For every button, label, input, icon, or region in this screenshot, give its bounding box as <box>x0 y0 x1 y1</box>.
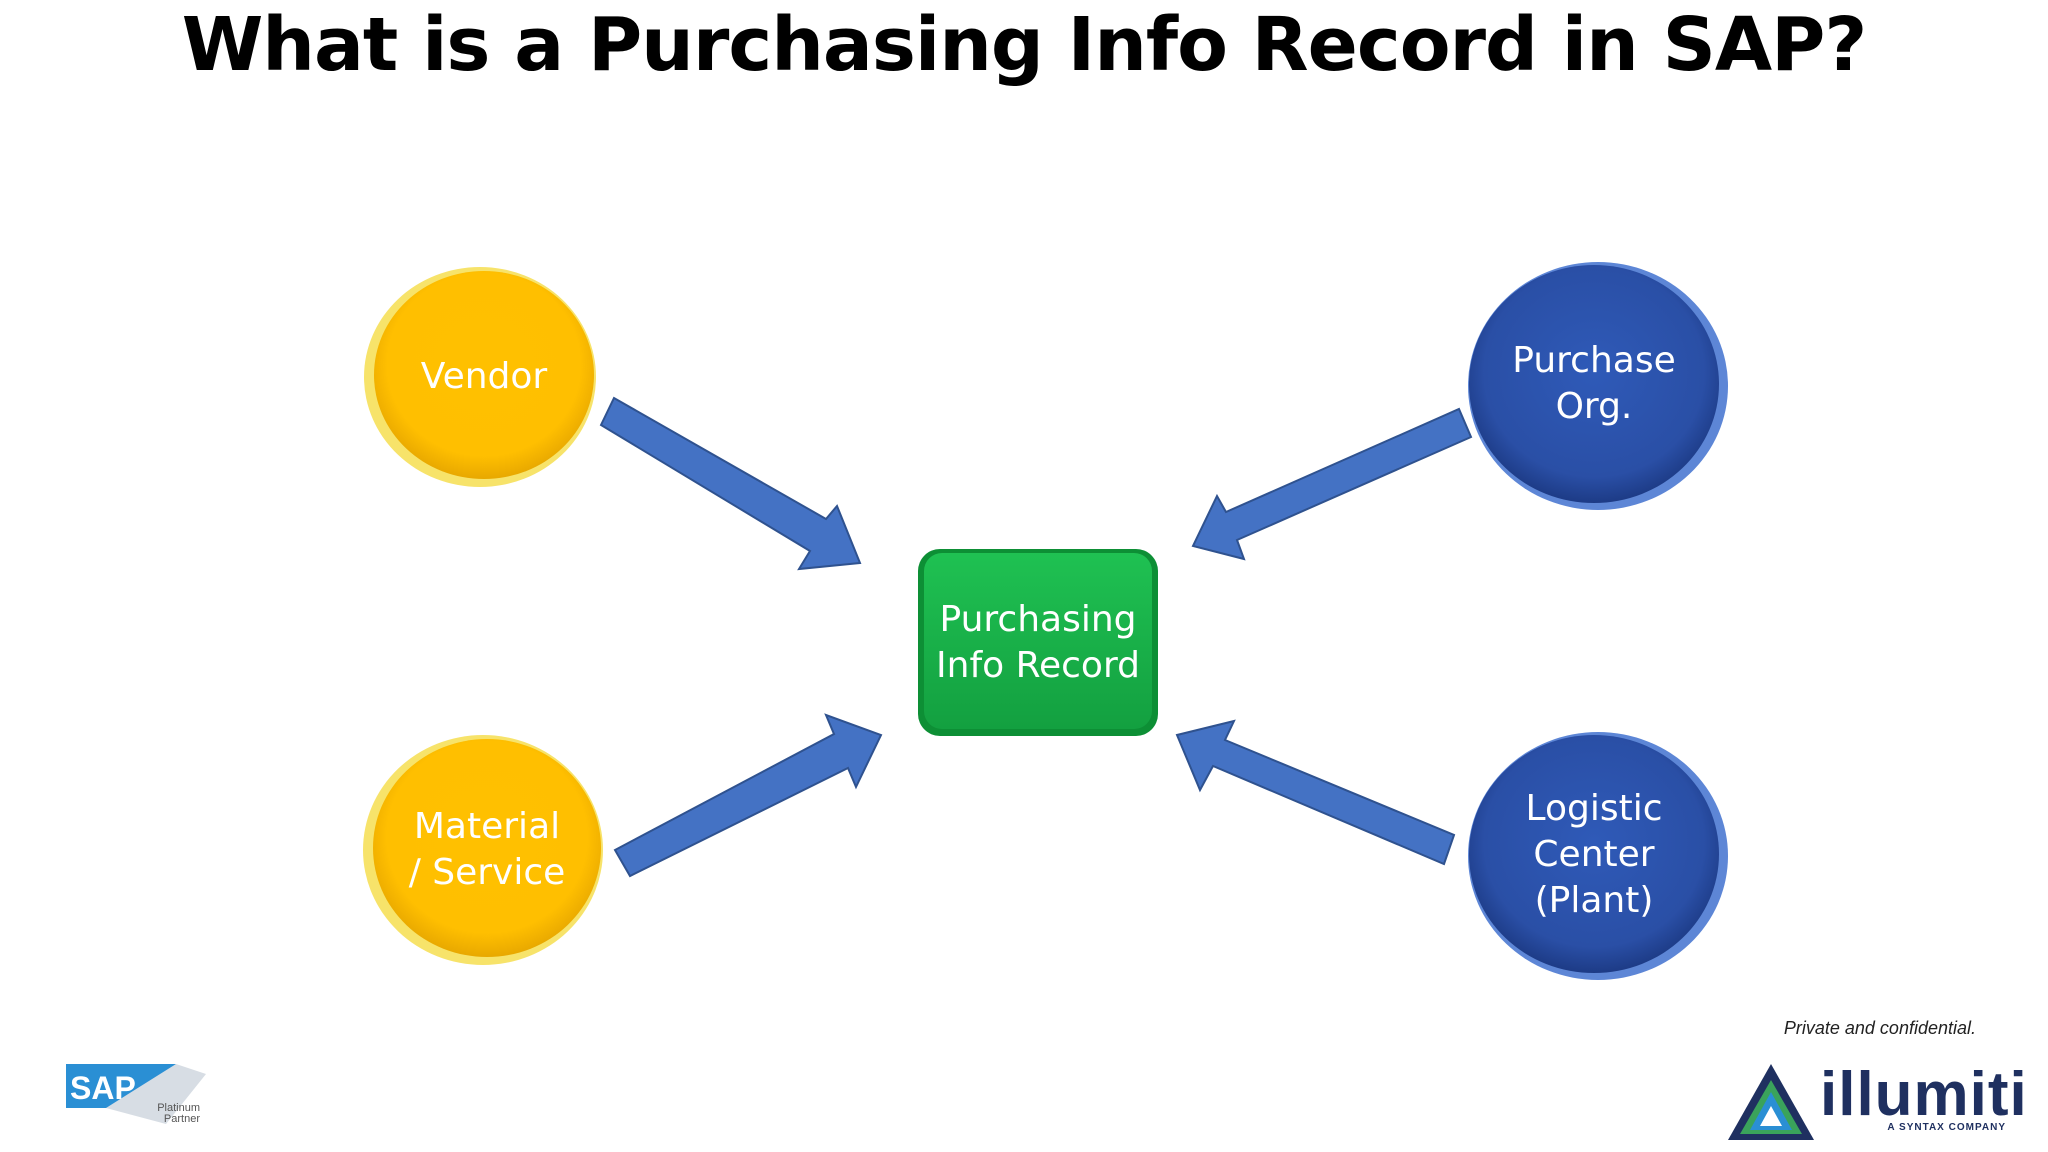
vendor-node <box>364 267 596 487</box>
arrow-purchase-org-to-center <box>1191 407 1473 561</box>
purchase-org-label: Purchase Org. <box>1512 340 1676 427</box>
page-title: What is a Purchasing Info Record in SAP? <box>181 2 1868 88</box>
arrow-plant-to-center <box>1175 719 1456 866</box>
illumiti-mark-icon <box>1728 1064 1814 1140</box>
vendor-label: Vendor <box>420 356 548 397</box>
illumiti-tagline: A SYNTAX COMPANY <box>1887 1122 2006 1133</box>
material-node <box>363 735 603 965</box>
purchase-org-node <box>1468 262 1728 510</box>
illumiti-wordmark: illumiti <box>1820 1060 2028 1129</box>
confidential-note: Private and confidential. <box>1783 1018 1976 1038</box>
arrow-material-to-center <box>613 713 883 878</box>
material-label: Material / Service <box>408 806 566 893</box>
purchasing-info-record-label: Purchasing Info Record <box>936 599 1140 686</box>
sap-logo-text: SAP <box>70 1070 136 1106</box>
sap-partner-text: Platinum Partner <box>157 1102 200 1125</box>
plant-label: Logistic Center (Plant) <box>1525 788 1663 921</box>
arrow-vendor-to-center <box>599 396 862 571</box>
sap-logo: SAP <box>66 1064 206 1124</box>
purchasing-info-record-node <box>918 549 1158 736</box>
plant-node <box>1468 732 1728 980</box>
